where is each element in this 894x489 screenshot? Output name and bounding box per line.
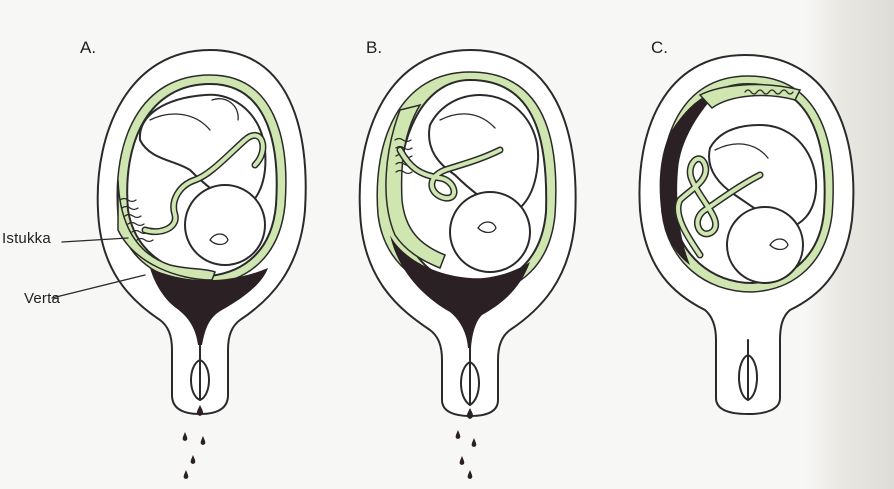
panel-c-fetus-head [727, 207, 803, 283]
blood-label: Verta [24, 290, 60, 307]
placenta-label: Istukka [2, 230, 51, 247]
panel-b-letter: B. [366, 38, 382, 58]
panel-c-uterus [639, 55, 853, 414]
panel-c-letter: C. [651, 38, 668, 58]
panel-a-uterus [98, 50, 306, 479]
panel-a-letter: A. [80, 38, 96, 58]
panel-a-fetus-head [185, 185, 265, 265]
panel-b-uterus [360, 50, 576, 479]
